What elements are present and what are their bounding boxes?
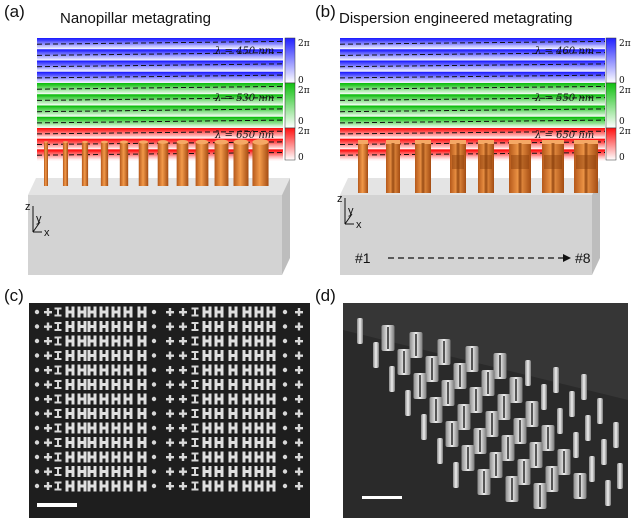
cbar-a-bottom-2: 0	[298, 117, 304, 127]
cbar-b-top-2: 2π	[619, 86, 631, 96]
lambda-a-green: λ = 530 nm	[214, 93, 274, 104]
nanopillar	[233, 142, 249, 186]
nanopillars-a	[44, 139, 269, 186]
dispersion-pillars-b	[358, 140, 598, 193]
axis-b-z: z	[337, 193, 343, 205]
lambda-b-green: λ = 550 nm	[534, 93, 594, 104]
nanopillar	[62, 142, 69, 186]
sem-tilted-view	[343, 303, 628, 518]
sem-top-view	[29, 303, 310, 518]
cbar-a-bottom-3: 0	[298, 153, 304, 163]
substrate-b	[340, 178, 600, 275]
nanopillar	[119, 142, 129, 186]
panel-c-label: (c)	[4, 286, 24, 305]
scale-bar-c	[37, 503, 77, 507]
cbar-a-bottom-1: 0	[298, 76, 304, 86]
cbar-a-top-1: 2π	[298, 39, 310, 49]
axis-a-x: x	[44, 227, 50, 239]
colorbar-b	[605, 37, 617, 161]
nanopillar	[157, 142, 169, 186]
nanopillar	[214, 142, 229, 186]
axis-a-z: z	[25, 201, 31, 213]
phase-map-b	[339, 38, 606, 161]
cbar-b-top-1: 2π	[619, 39, 631, 49]
axes-b	[344, 198, 354, 225]
engineered-pillar	[358, 143, 368, 193]
cbar-b-bottom-1: 0	[619, 76, 625, 86]
panel-a-title: Nanopillar metagrating	[60, 10, 211, 27]
phase-map-a	[36, 38, 284, 161]
cbar-a-top-3: 2π	[298, 127, 310, 137]
cbar-a-top-2: 2π	[298, 86, 310, 96]
scale-bar-d	[362, 496, 402, 499]
panel-b-title: Dispersion engineered metagrating	[339, 10, 573, 27]
axis-b-x: x	[356, 219, 362, 231]
lambda-a-red: λ = 650 nm	[214, 130, 274, 141]
cbar-b-bottom-2: 0	[619, 117, 625, 127]
nanopillar	[138, 142, 149, 186]
panel-d-label: (d)	[315, 286, 336, 305]
index-arrow-head	[563, 254, 571, 262]
cbar-b-bottom-3: 0	[619, 153, 625, 163]
lambda-b-red: λ = 650 nm	[534, 130, 594, 141]
nanopillar	[100, 142, 109, 186]
panel-a-label: (a)	[4, 2, 25, 21]
axis-b-y: y	[348, 205, 354, 217]
index-end: #8	[575, 250, 591, 266]
axis-a-y: y	[36, 213, 42, 225]
lambda-a-blue: λ = 450 nm	[214, 46, 274, 57]
nanopillar	[44, 142, 48, 186]
nanopillar	[176, 142, 189, 186]
cbar-b-top-3: 2π	[619, 127, 631, 137]
panel-b-label: (b)	[315, 2, 336, 21]
substrate-a	[28, 178, 290, 275]
index-start: #1	[355, 250, 371, 266]
nanopillar	[81, 142, 89, 186]
axes-a	[32, 206, 42, 233]
nanopillar	[195, 142, 209, 186]
lambda-b-blue: λ = 460 nm	[534, 46, 594, 57]
colorbar-a	[284, 37, 296, 161]
nanopillar	[252, 142, 269, 186]
